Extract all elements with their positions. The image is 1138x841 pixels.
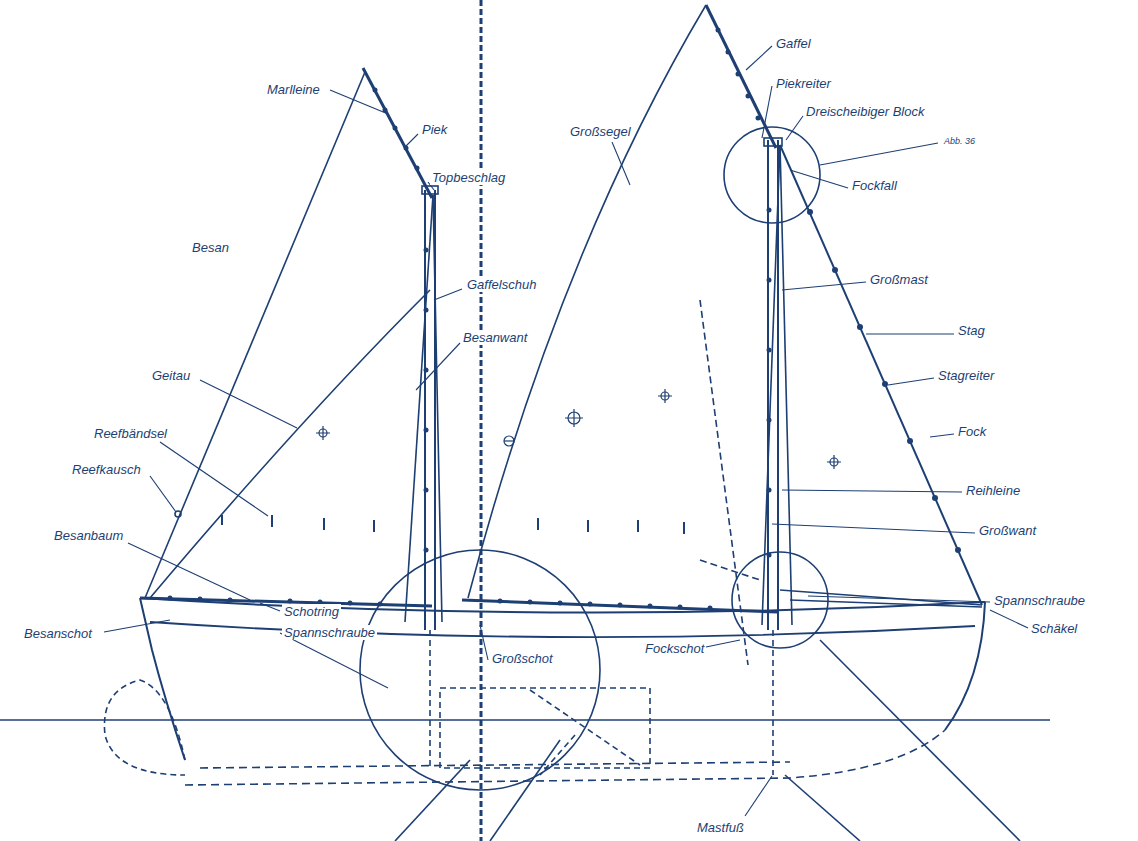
part-label: Mastfuß (695, 820, 746, 835)
part-label: Reefbändsel (92, 426, 169, 441)
part-label: Piek (420, 122, 449, 137)
part-label: Stagreiter (936, 368, 996, 383)
part-label: Marlleine (265, 82, 322, 97)
part-label: Gaffel (774, 36, 813, 51)
part-label: Geitau (150, 368, 192, 383)
part-label: Schäkel (1029, 621, 1079, 636)
part-label: Besanbaum (52, 528, 125, 543)
part-label: Spannschraube (992, 593, 1087, 608)
part-label: Besanwant (461, 330, 529, 345)
part-label: Besanschot (22, 626, 94, 641)
part-label: Reefkausch (70, 462, 143, 477)
part-label: Gaffelschuh (465, 277, 538, 292)
part-label: Großmast (868, 272, 930, 287)
part-label: Topbeschlag (430, 170, 507, 185)
part-label: Besan (190, 240, 231, 255)
part-label: Fock (956, 424, 988, 439)
part-label: Schotring (282, 604, 341, 619)
part-label: Stag (956, 323, 987, 338)
part-label: Fockfall (850, 178, 899, 193)
part-label: Spannschraube (282, 625, 377, 640)
part-label: Piekreiter (774, 76, 833, 91)
part-label: Großschot (490, 651, 555, 666)
part-label: Fockschot (643, 641, 706, 656)
part-label: Abb. 36 (942, 136, 977, 146)
part-label: Großwant (977, 523, 1038, 538)
part-label: Reihleine (964, 483, 1022, 498)
part-label: Dreischeibiger Block (804, 104, 927, 119)
part-label: Großsegel (568, 124, 633, 139)
